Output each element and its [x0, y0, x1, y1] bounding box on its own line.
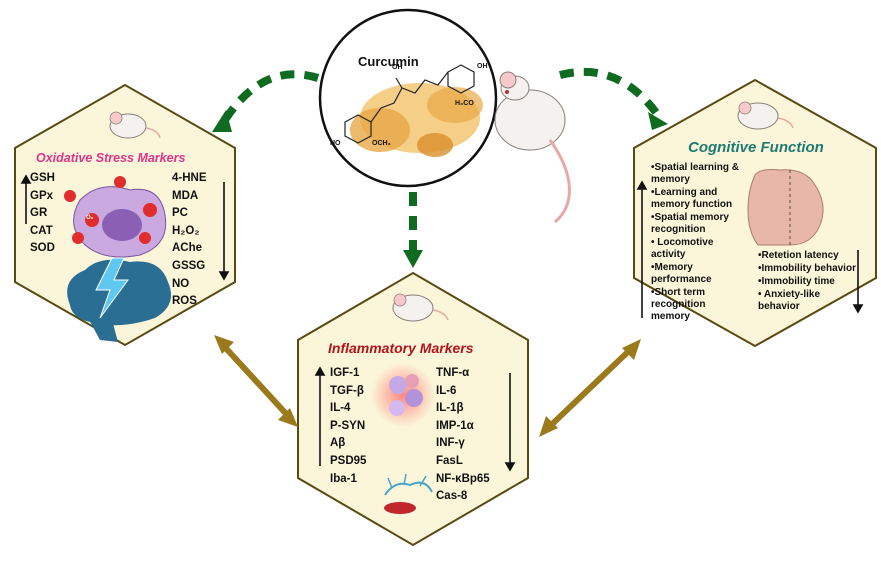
- cognitive-up-item: •Learning and memory function: [651, 187, 733, 210]
- oxidative-up-item: CAT: [30, 224, 53, 237]
- cognitive-down-item: •Immobility time: [758, 276, 835, 287]
- inflammatory-down-item: IL-1β: [436, 402, 464, 415]
- curcumin-circle: [318, 8, 498, 188]
- cognitive-down-arrow: [852, 250, 864, 314]
- inflammatory-up-item: PSD95: [330, 454, 367, 467]
- oh-right-label: OH: [477, 63, 488, 70]
- inflammatory-up-arrow: [314, 366, 326, 466]
- h3co-right-label: H₃CO: [455, 100, 474, 107]
- oxidative-up-item: GSH: [30, 172, 55, 184]
- cognitive-up-item: •Spatial learning & memory: [651, 162, 739, 185]
- inflammatory-down-arrow: [504, 373, 516, 472]
- gold-arrow-left: [214, 335, 298, 427]
- mouse-inflammatory-icon: [392, 293, 449, 322]
- oxidative-down-item: PC: [172, 207, 188, 220]
- inflammatory-down-item: NF-κBp65: [436, 472, 490, 485]
- oxidative-up-item: GR: [30, 207, 48, 220]
- oxidative-title: Oxidative Stress Markers: [36, 151, 186, 165]
- inflammatory-down-item: INF-γ: [436, 437, 465, 450]
- inflammatory-up-item: Aβ: [330, 437, 346, 450]
- inflammatory-down-item: IL-6: [436, 384, 457, 397]
- oxidative-down-item: 4-HNE: [172, 172, 207, 184]
- cognitive-up-item: • Locomotive activity: [651, 237, 714, 260]
- inflammatory-cells-icon: [371, 363, 435, 427]
- green-arrow-right: [559, 68, 664, 121]
- oxidative-down-item: H₂O₂: [172, 224, 200, 237]
- cognitive-down-item: •Immobility behavior: [758, 263, 856, 274]
- inflammatory-down-item: TNF-α: [436, 367, 470, 379]
- cognitive-up-list: •Spatial learning & memory •Learning and…: [651, 162, 746, 324]
- green-arrow-left: [216, 70, 320, 131]
- cognitive-up-item: •Spatial memory recognition: [651, 212, 729, 235]
- curcumin-molecule-icon: [344, 64, 475, 144]
- oxidative-down-item: GSSG: [172, 259, 206, 272]
- curcumin-label: Curcumin: [358, 54, 419, 69]
- green-arrow-right-head: [648, 112, 668, 130]
- och3-left-label: OCH₃: [372, 140, 391, 147]
- cognitive-title: Cognitive Function: [688, 139, 824, 156]
- mouse-oxidative-icon: [109, 111, 161, 139]
- ho-left-label: HO: [330, 140, 341, 147]
- oxidative-down-item: AChe: [172, 242, 203, 255]
- oxidative-down-arrow: [218, 182, 230, 281]
- cognitive-up-item: •Short term recognition memory: [651, 287, 706, 322]
- inflammatory-up-list: IGF-1 TGF-β IL-4 P-SYN Aβ PSD95 Iba-1: [330, 365, 366, 488]
- brain-lightning-icon: [67, 257, 172, 342]
- gold-arrow-right: [539, 339, 641, 437]
- brain-cognitive-icon: [747, 169, 824, 248]
- oxidative-down-item: ROS: [172, 295, 197, 308]
- inflammatory-up-item: TGF-β: [330, 384, 364, 397]
- green-arrow-down-head: [403, 250, 423, 268]
- cognitive-down-item: •Retetion latency: [758, 250, 839, 261]
- green-arrow-left-head: [212, 110, 232, 132]
- inflammatory-down-item: FasL: [436, 454, 463, 467]
- oxidative-down-item: MDA: [172, 189, 199, 202]
- mouse-cognitive-icon: [737, 101, 794, 130]
- cognitive-down-item: • Anxiety-like behavior: [758, 289, 821, 312]
- oxidative-down-list: 4-HNE MDA PC H₂O₂ AChe GSSG NO ROS: [172, 170, 207, 311]
- cognitive-up-arrow: [636, 180, 648, 318]
- inflammatory-up-item: IL-4: [330, 402, 351, 415]
- oxidative-down-item: NO: [172, 277, 190, 290]
- cognitive-up-item: •Memory performance: [651, 262, 712, 285]
- cognitive-down-list: •Retetion latency •Immobility behavior •…: [758, 250, 856, 314]
- inflammatory-title: Inflammatory Markers: [328, 340, 474, 356]
- inflammatory-down-list: TNF-α IL-6 IL-1β IMP-1α INF-γ FasL NF-κB…: [436, 365, 490, 506]
- oxidative-up-item: SOD: [30, 242, 55, 255]
- oxidative-up-arrow: [20, 174, 32, 224]
- oxidative-up-list: GSH GPx GR CAT SOD: [30, 170, 55, 258]
- oxidative-up-item: GPx: [30, 189, 54, 202]
- inflammatory-down-item: Cas-8: [436, 490, 468, 503]
- microglia-neuron-icon: [384, 473, 433, 514]
- inflammatory-down-item: IMP-1α: [436, 419, 474, 432]
- inflammatory-up-item: P-SYN: [330, 419, 366, 432]
- ros-burst-icons: [64, 176, 157, 244]
- inflammatory-up-item: IGF-1: [330, 367, 360, 379]
- o2-label: O₂: [86, 215, 94, 221]
- inflammatory-up-item: Iba-1: [330, 472, 357, 485]
- oh-top-label: OH: [392, 64, 403, 71]
- mouse-center-icon: [494, 71, 571, 224]
